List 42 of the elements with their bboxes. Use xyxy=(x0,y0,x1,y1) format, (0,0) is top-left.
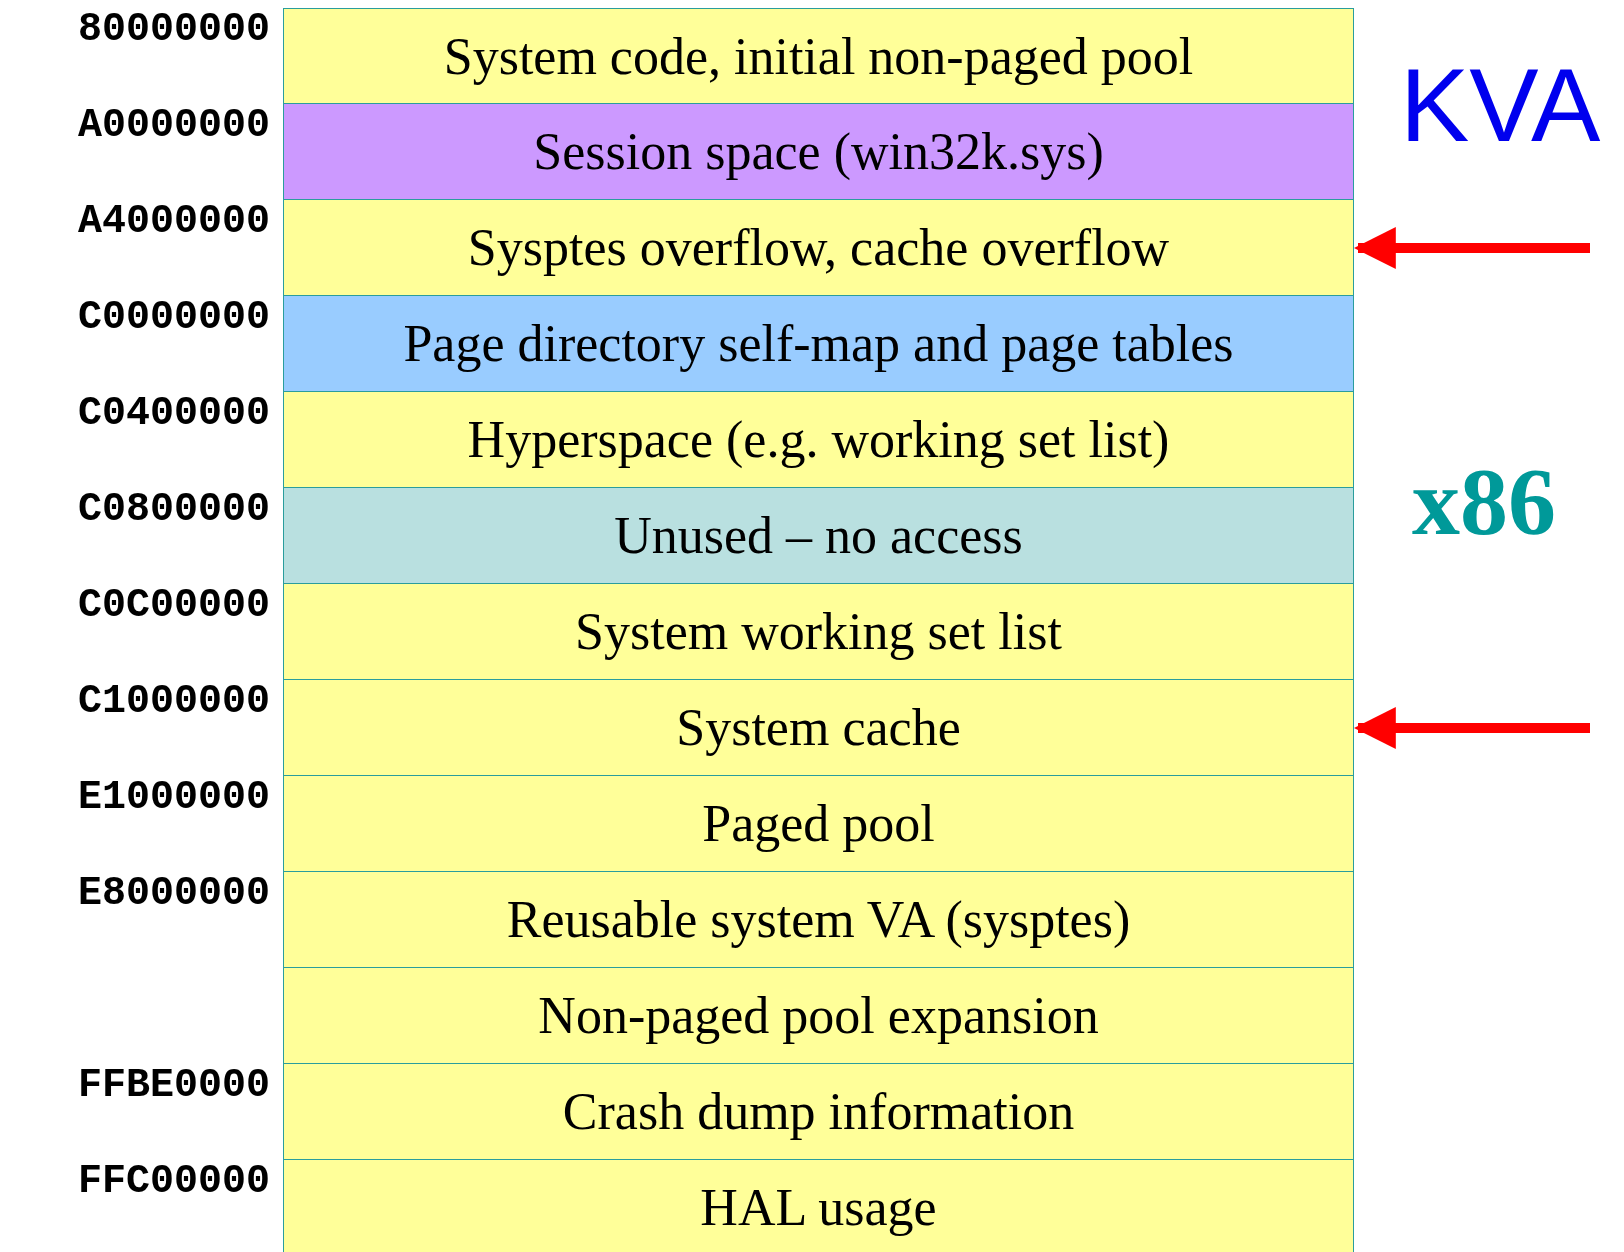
memory-region-row xyxy=(283,871,1354,968)
address-label: C1000000 xyxy=(76,680,270,724)
address-label: A0000000 xyxy=(76,104,270,148)
architecture-label: x86 xyxy=(1412,452,1556,552)
memory-region-row xyxy=(283,583,1354,680)
heading-label: KVA xyxy=(1400,50,1601,160)
region-label: Reusable system VA (sysptes) xyxy=(506,890,1131,949)
address-label: FFBE0000 xyxy=(76,1064,270,1108)
memory-region-row xyxy=(283,8,1354,104)
memory-region-row xyxy=(283,487,1354,584)
address-label: 80000000 xyxy=(76,8,270,52)
region-label: Sysptes overflow, cache overflow xyxy=(467,218,1170,277)
address-label: A4000000 xyxy=(76,200,270,244)
memory-region-row xyxy=(283,103,1354,200)
region-label: Session space (win32k.sys) xyxy=(533,122,1104,181)
memory-region-row xyxy=(283,1159,1354,1252)
memory-region-row xyxy=(283,1063,1354,1160)
address-label: C0C00000 xyxy=(76,584,270,628)
memory-region-row xyxy=(283,679,1354,776)
address-label: E8000000 xyxy=(76,872,270,916)
region-label: System working set list xyxy=(575,602,1062,661)
region-label: HAL usage xyxy=(700,1178,937,1237)
address-label: C0800000 xyxy=(76,488,270,532)
region-label: System code, initial non-paged pool xyxy=(443,26,1194,86)
region-label: Crash dump information xyxy=(562,1082,1075,1141)
address-label: C0000000 xyxy=(76,296,270,340)
memory-region-row xyxy=(283,967,1354,1064)
region-label: Hyperspace (e.g. working set list) xyxy=(467,410,1170,469)
region-label: Non-paged pool expansion xyxy=(538,986,1099,1045)
memory-region-row xyxy=(283,775,1354,872)
address-label: C0400000 xyxy=(76,392,270,436)
arrow xyxy=(1353,707,1590,749)
region-label: System cache xyxy=(676,698,961,757)
region-label: Unused – no access xyxy=(614,506,1023,565)
address-label: E1000000 xyxy=(76,776,270,820)
memory-region-row xyxy=(283,199,1354,296)
address-label: FFC00000 xyxy=(76,1160,270,1204)
memory-region-row xyxy=(283,391,1354,488)
region-label: Paged pool xyxy=(702,794,935,853)
region-label: Page directory self-map and page tables xyxy=(403,314,1234,373)
memory-region-row xyxy=(283,295,1354,392)
arrow xyxy=(1353,227,1590,269)
